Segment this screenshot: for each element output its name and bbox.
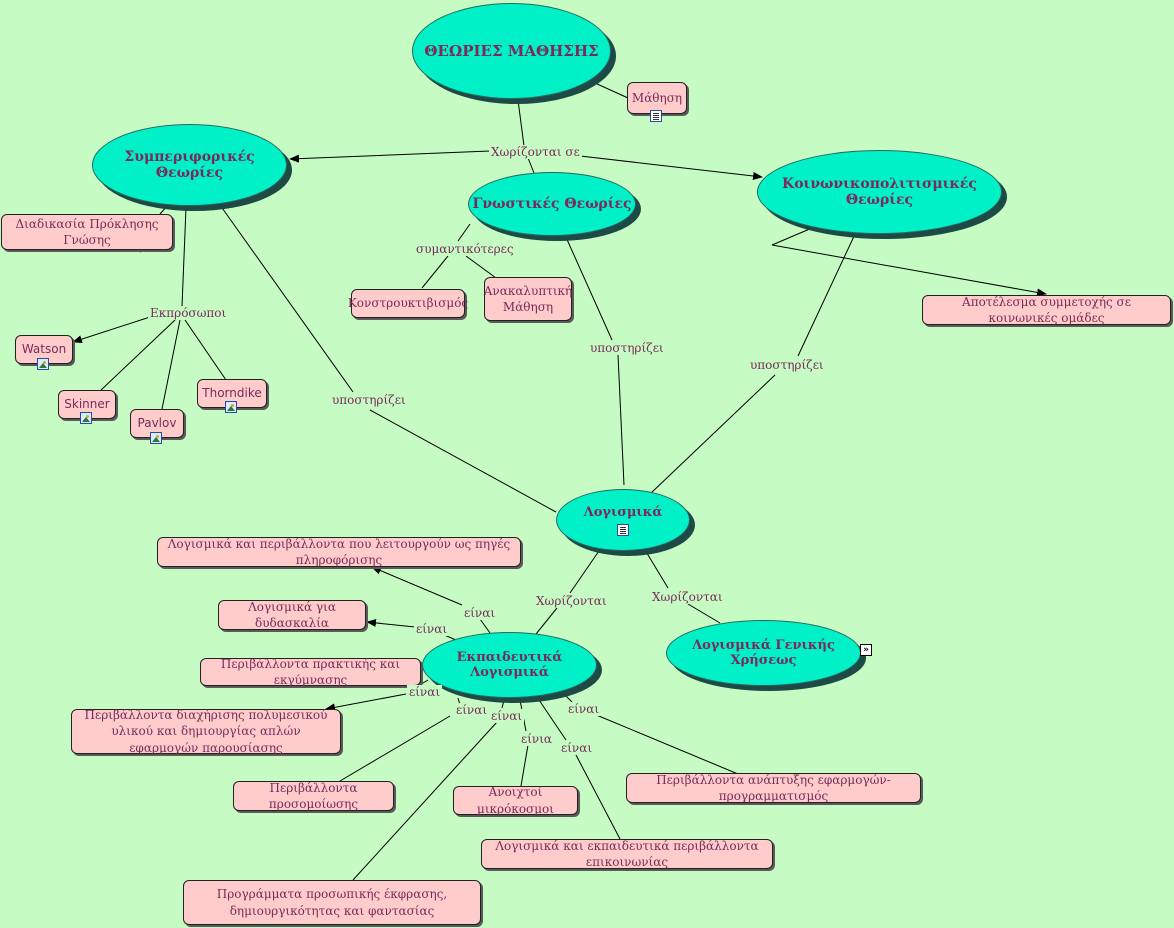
box-label: Αποτέλεσμα συμμετοχής σε κοινωνικές ομάδ… xyxy=(962,294,1131,325)
box-discovery-learning[interactable]: Ανακαλυπτική Μάθηση xyxy=(484,277,572,321)
box-label: Skinner xyxy=(64,397,110,412)
box-label: Watson xyxy=(21,342,67,357)
expand-icon[interactable]: » xyxy=(860,644,872,656)
box-label: Λογισμικά και εκπαιδευτικά περιβάλλοντα … xyxy=(495,838,759,869)
box-label: Ανοιχτοί μικρόκοσμοι xyxy=(477,785,554,816)
image-icon[interactable] xyxy=(37,358,49,370)
link-label-is: είναι xyxy=(454,703,490,717)
box-label: Περιβάλλοντα προσομοίωσης xyxy=(268,780,359,811)
link-label-is: είναι xyxy=(489,709,525,723)
box-label: Pavlov xyxy=(137,416,177,431)
link-label-supports: υποστηρίζει xyxy=(330,393,408,407)
box-label: Μάθηση xyxy=(631,90,683,105)
link-label-representatives: Εκπρόσωποι xyxy=(148,306,229,320)
image-icon[interactable] xyxy=(225,401,237,413)
box-multimedia[interactable]: Περιβάλλοντα διαχήρισης πολυμεσικού υλικ… xyxy=(71,708,341,755)
concept-educational-software[interactable]: Εκπαιδευτικά Λογισμικά xyxy=(422,632,597,698)
link-label-divided: Χωρίζονται xyxy=(650,590,725,604)
concept-label: Συμπεριφορικές Θεωρίες xyxy=(124,149,255,181)
concept-label: Κοινωνικοπολιτισμικές Θεωρίες xyxy=(782,176,977,208)
box-label: Λογισμικά και περιβάλλοντα που λειτουργο… xyxy=(167,536,511,567)
box-constructivism[interactable]: Κονστρουκτιβισμός xyxy=(347,289,469,318)
box-teaching[interactable]: Λογισμικά για δυδασκαλία xyxy=(218,600,366,630)
document-icon[interactable] xyxy=(650,110,662,122)
box-social-result[interactable]: Αποτέλεσμα συμμετοχής σε κοινωνικές ομάδ… xyxy=(922,295,1171,325)
box-expression[interactable]: Προγράμματα προσωπικής έκφρασης, δημιουρ… xyxy=(183,880,481,925)
box-simulation[interactable]: Περιβάλλοντα προσομοίωσης xyxy=(233,781,394,811)
box-label: Προγράμματα προσωπικής έκφρασης, δημιουρ… xyxy=(216,887,448,918)
box-practice[interactable]: Περιβάλλοντα πρακτικής και εκγύμνασης xyxy=(200,656,421,687)
link-label-divided-into: Χωρίζονται σε xyxy=(489,145,582,159)
link-label-is: είνια xyxy=(519,732,555,746)
link-label-is: είναι xyxy=(414,622,450,636)
concept-label: Γνωστικές Θεωρίες xyxy=(472,196,632,212)
box-info-sources[interactable]: Λογισμικά και περιβάλλοντα που λειτουργο… xyxy=(157,537,521,567)
box-label: Thorndike xyxy=(202,386,262,401)
link-label-supports: υποστηρίζει xyxy=(588,341,666,355)
box-programming[interactable]: Περιβάλλοντα ανάπτυξης εφαρμογών- προγρα… xyxy=(626,773,921,803)
box-label: Κονστρουκτιβισμός xyxy=(347,296,469,311)
concept-label: Εκπαιδευτικά Λογισμικά xyxy=(456,650,563,680)
concept-sociocultural-theories[interactable]: Κοινωνικοπολιτισμικές Θεωρίες xyxy=(757,150,1002,234)
link-label-divided: Χωρίζονται xyxy=(534,594,609,608)
link-label-is: είναι xyxy=(407,685,443,699)
box-watson[interactable]: Watson xyxy=(15,335,73,364)
concept-cognitive-theories[interactable]: Γνωστικές Θεωρίες xyxy=(468,172,636,236)
box-label: Περιβάλλοντα πρακτικής και εκγύμνασης xyxy=(220,656,401,687)
link-label-is: είναι xyxy=(566,702,602,716)
concept-label: Λογισμικά xyxy=(583,504,663,520)
document-icon[interactable] xyxy=(617,523,629,536)
concept-label: ΘΕΩΡΙΕΣ ΜΑΘΗΣΗΣ xyxy=(424,42,599,60)
box-label: Περιβάλλοντα ανάπτυξης εφαρμογών- προγρα… xyxy=(656,772,891,803)
image-icon[interactable] xyxy=(80,412,92,424)
link-label-most-important: συμαντικότερες xyxy=(414,242,516,256)
box-label: Λογισμικά για δυδασκαλία xyxy=(248,599,336,630)
box-label: Διαδικασία Πρόκλησης Γνώσης xyxy=(15,216,159,247)
concept-software[interactable]: Λογισμικά xyxy=(556,489,690,551)
image-icon[interactable] xyxy=(150,432,162,444)
link-label-is: είναι xyxy=(559,741,595,755)
link-label-supports: υποστηρίζει xyxy=(748,358,826,372)
box-communication[interactable]: Λογισμικά και εκπαιδευτικά περιβάλλοντα … xyxy=(481,839,773,869)
concept-behavioral-theories[interactable]: Συμπεριφορικές Θεωρίες xyxy=(92,124,287,206)
box-knowledge-process[interactable]: Διαδικασία Πρόκλησης Γνώσης xyxy=(1,214,173,250)
concept-label: Λογισμικά Γενικής Χρήσεως xyxy=(692,638,835,668)
box-label: Περιβάλλοντα διαχήρισης πολυμεσικού υλικ… xyxy=(84,708,328,755)
box-microworlds[interactable]: Ανοιχτοί μικρόκοσμοι xyxy=(453,785,578,816)
box-label: Ανακαλυπτική Μάθηση xyxy=(483,283,573,314)
concept-general-software[interactable]: Λογισμικά Γενικής Χρήσεως xyxy=(666,620,861,686)
link-label-is: είναι xyxy=(462,606,498,620)
concept-main-learning-theories[interactable]: ΘΕΩΡΙΕΣ ΜΑΘΗΣΗΣ xyxy=(412,3,611,99)
